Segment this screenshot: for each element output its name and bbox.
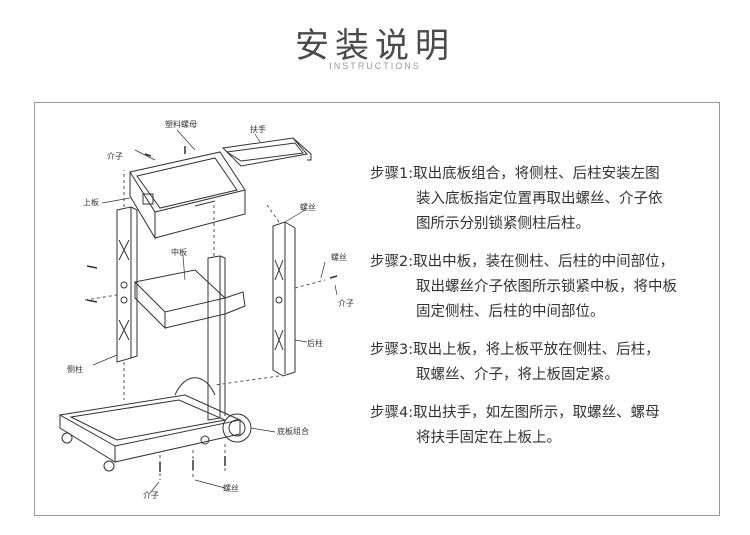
- step-1: 步骤1:取出底板组合，将侧柱、后柱安装左图 装入底板指定位置再取出螺丝、介子依 …: [370, 162, 710, 237]
- step-line: 固定侧柱、后柱的中间部位。: [416, 304, 605, 320]
- label-side-post: 侧柱: [67, 364, 83, 374]
- step-line: 步骤2:取出中板，装在侧柱、后柱的中间部位，: [370, 254, 675, 270]
- label-top-board: 上板: [83, 197, 99, 207]
- top-board-part: [129, 151, 246, 240]
- page-subtitle: INSTRUCTIONS: [329, 61, 421, 71]
- step-4: 步骤4:取出扶手，如左图所示，取螺丝、螺母 将扶手固定在上板上。: [370, 401, 710, 451]
- step-3: 步骤3:取出上板，将上板平放在侧柱、后柱， 取螺丝、介子，将上板固定紧。: [370, 338, 710, 388]
- steps-list: 步骤1:取出底板组合，将侧柱、后柱安装左图 装入底板指定位置再取出螺丝、介子依 …: [370, 162, 710, 464]
- step-line: 取出螺丝介子依图所示锁紧中板，将中板: [416, 279, 677, 295]
- label-base-assembly: 底板组合: [277, 426, 309, 436]
- label-plastic-nut: 塑料螺母: [165, 119, 197, 129]
- step-line: 将扶手固定在上板上。: [416, 430, 561, 446]
- label-screw-1: 螺丝: [300, 202, 316, 212]
- side-post-right: [272, 221, 296, 377]
- step-2: 步骤2:取出中板，装在侧柱、后柱的中间部位， 取出螺丝介子依图所示锁紧中板，将中…: [370, 250, 710, 325]
- label-rear-post: 后柱: [307, 338, 323, 348]
- step-line: 取螺丝、介子，将上板固定紧。: [416, 367, 619, 383]
- label-screw-2: 螺丝: [331, 252, 347, 262]
- step-line: 装入底板指定位置再取出螺丝、介子依: [416, 191, 663, 207]
- rear-post-center: [207, 255, 226, 421]
- middle-board-part: [133, 269, 246, 330]
- handle-part: [221, 137, 312, 167]
- label-washer-2: 介子: [338, 299, 354, 308]
- label-screw-3: 螺丝: [223, 483, 239, 493]
- step-line: 步骤4:取出扶手，如左图所示，取螺丝、螺母: [370, 405, 660, 421]
- assembly-diagram: 塑料螺母 扶手 介子 上板 螺丝 中板 螺丝 介子 后柱 侧柱 底板组合 介子 …: [58, 119, 354, 500]
- base-assembly-part: [58, 377, 252, 472]
- label-washer-1: 介子: [107, 152, 123, 161]
- step-line: 步骤3:取出上板，将上板平放在侧柱、后柱，: [370, 342, 660, 358]
- side-post-left: [116, 206, 138, 363]
- page-title: 安装说明: [295, 26, 455, 66]
- label-washer-3: 介子: [143, 491, 159, 500]
- label-middle-board: 中板: [171, 247, 187, 257]
- instructions-panel: [34, 102, 720, 516]
- step-line: 图所示分别锁紧侧柱后柱。: [416, 216, 590, 232]
- label-handle: 扶手: [250, 124, 266, 134]
- step-line: 步骤1:取出底板组合，将侧柱、后柱安装左图: [370, 166, 660, 182]
